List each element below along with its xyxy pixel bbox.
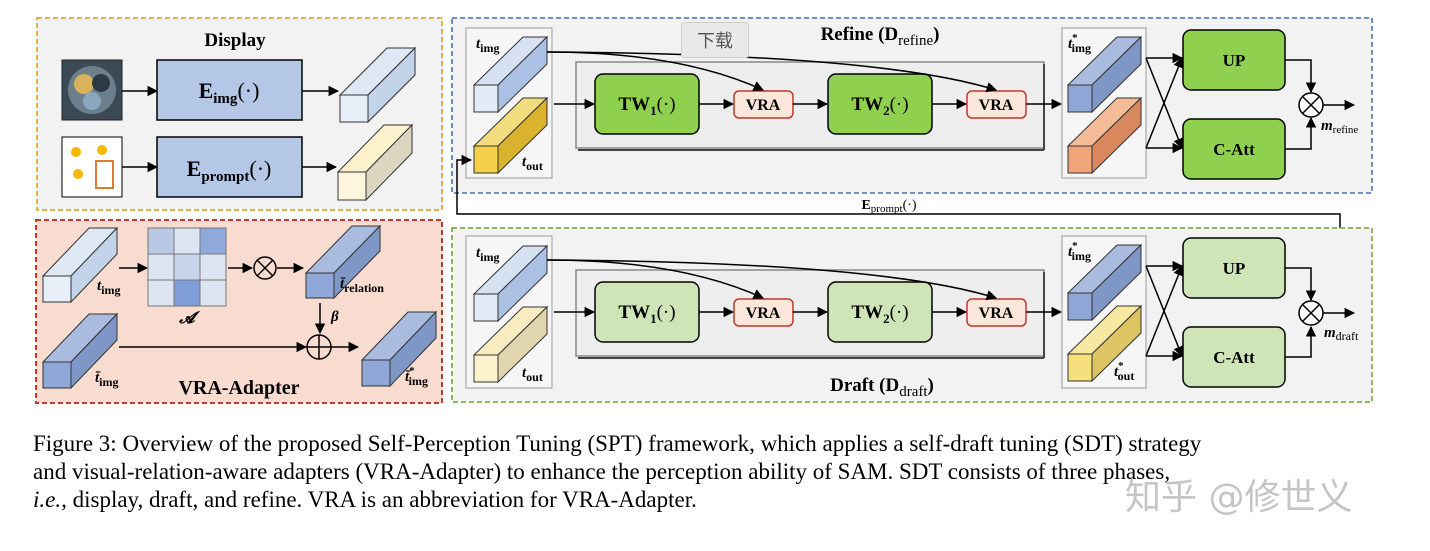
caption-line-3: i.e., display, draft, and refine. VRA is… (33, 486, 1403, 514)
draft-t-out-label: tout (522, 365, 543, 384)
draft-title: Draft (Ddraft) (830, 375, 934, 400)
m-refine-label: mrefine (1321, 118, 1358, 136)
vra-adapter-panel: timg 𝓐 t̄relation β (35, 219, 443, 404)
t-star-img-label: t̄*img (405, 365, 428, 388)
caption-line-2: and visual-relation-aware adapters (VRA-… (33, 459, 1171, 484)
add-operator (306, 334, 332, 360)
t-bar-img-label: t̄img (95, 370, 119, 389)
draft-t-img-star-label: t*img (1068, 240, 1091, 263)
refine-tw1-label: TW1(·) (618, 94, 675, 118)
refine-t-img-star-label: t*img (1068, 32, 1091, 55)
t-star-img-cuboid (360, 310, 438, 388)
t-img-cuboid (41, 226, 119, 304)
eprompt-connector-label: Eprompt(·) (861, 198, 916, 215)
beta-label: β (330, 309, 339, 325)
attention-matrix (147, 227, 227, 307)
draft-t-img-label: timg (476, 245, 500, 264)
m-draft-label: mdraft (1324, 325, 1359, 343)
t-bar-img-cuboid (41, 312, 119, 390)
prompt-thumbnail (61, 136, 123, 198)
multiply-operator (253, 256, 277, 280)
refine-vra2-label: VRA (979, 97, 1014, 114)
vra-t-img-label: timg (97, 278, 121, 297)
refine-t-img-cuboid (472, 35, 549, 114)
prompt-embedding-cuboid (336, 123, 414, 202)
draft-t-out-star-cuboid (1066, 304, 1143, 383)
refine-vra1-label: VRA (746, 97, 781, 114)
caption-ie: i.e., (33, 487, 67, 512)
refine-t-img-star-cuboid (1066, 35, 1143, 114)
draft-catt-label: C-Att (1213, 348, 1255, 367)
draft-t-img-star-cuboid (1066, 243, 1143, 322)
refine-multiply-operator (1298, 92, 1324, 118)
draft-vra1-label: VRA (746, 305, 781, 322)
draft-multiply-operator (1298, 300, 1324, 326)
draft-t-out-cuboid (472, 305, 549, 384)
refine-title: Refine (Drefine) (821, 24, 940, 49)
input-image-thumbnail (61, 59, 123, 121)
prompt-encoder-box (156, 136, 303, 198)
caption-line-1: Figure 3: Overview of the proposed Self-… (33, 431, 1202, 456)
display-panel: Display Eimg(·) Eprompt(·) (36, 17, 443, 211)
image-embedding-cuboid (338, 46, 417, 124)
t-relation-label: t̄relation (340, 276, 384, 295)
draft-panel: timg tout TW1(·) VRA TW2(·) VRA t*img (451, 227, 1373, 403)
caption-line-3-rest: display, draft, and refine. VRA is an ab… (66, 487, 697, 512)
draft-t-out-star-label: t*out (1114, 360, 1134, 383)
figure-caption: Figure 3: Overview of the proposed Self-… (33, 430, 1403, 514)
zhihu-watermark: 知乎 @修世义 (1125, 477, 1353, 518)
prompt-encoder-label: Eprompt(·) (187, 156, 272, 185)
download-button[interactable]: 下载 (681, 22, 749, 58)
refine-up-label: UP (1223, 51, 1246, 70)
draft-up-label: UP (1223, 259, 1246, 278)
vra-adapter-title: VRA-Adapter (178, 377, 299, 399)
refine-panel: Refine (Drefine) timg tout TW1(·) VRA TW… (451, 17, 1373, 194)
refine-t-img-label: timg (476, 36, 500, 55)
image-encoder-label: Eimg(·) (199, 78, 260, 107)
draft-tw1-label: TW1(·) (618, 302, 675, 326)
display-title: Display (204, 30, 266, 51)
draft-vra2-label: VRA (979, 305, 1014, 322)
t-relation-cuboid (304, 224, 382, 300)
refine-tw2-label: TW2(·) (851, 94, 908, 118)
image-encoder-box (156, 59, 303, 121)
draft-tw2-label: TW2(·) (851, 302, 908, 326)
refine-catt-label: C-Att (1213, 140, 1255, 159)
draft-t-img-cuboid (472, 244, 549, 323)
